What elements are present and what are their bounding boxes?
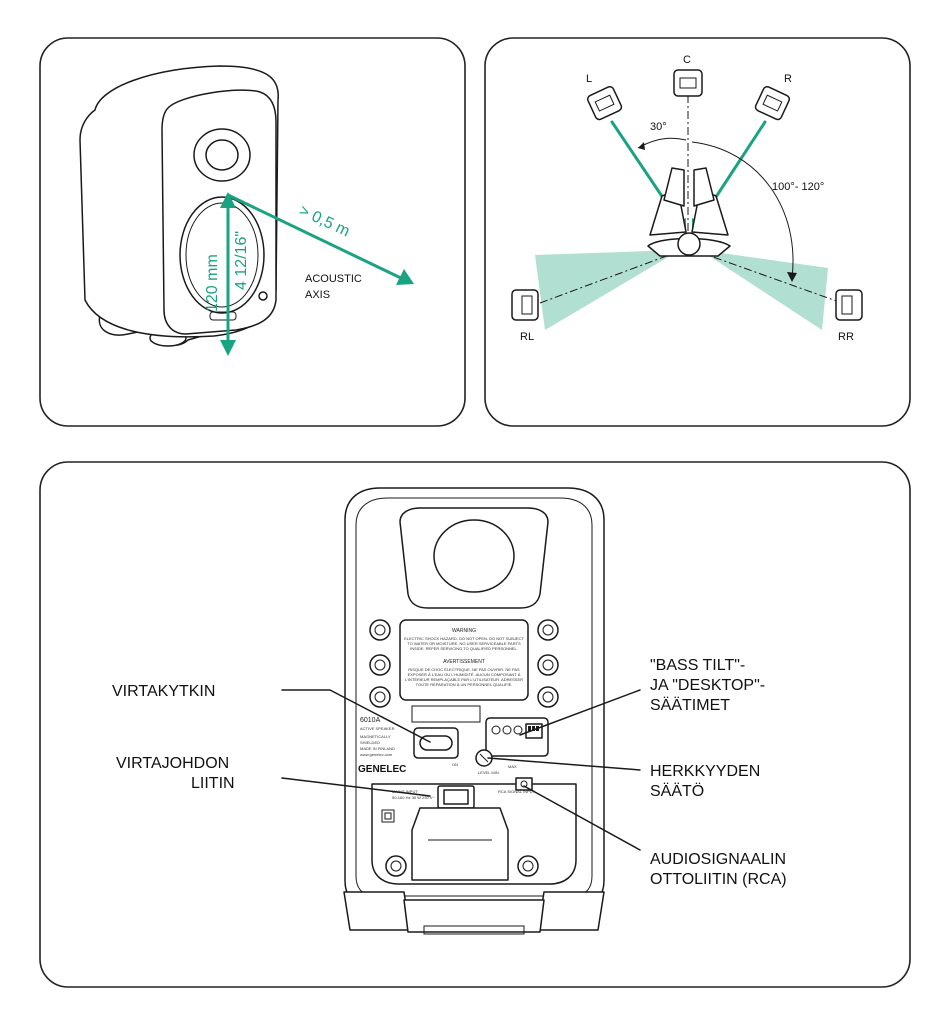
power-switch[interactable] xyxy=(413,727,459,759)
surround-panel: C L R RL RR 30° 100°- 120° xyxy=(484,37,911,427)
mounting-bosses xyxy=(369,619,559,708)
callout-bass-tilt-1: "BASS TILT"- xyxy=(650,657,745,674)
callout-sensitivity-2: SÄÄTÖ xyxy=(650,782,704,800)
label-rl: RL xyxy=(520,331,534,343)
callout-bass-tilt-2: JA "DESKTOP"- xyxy=(650,677,765,694)
angle-rear-arc xyxy=(691,141,794,279)
warning-text-2: TO WATER OR MOISTURE. NO USER SERVICEABL… xyxy=(407,641,521,646)
model-line-4: MADE IN FINLAND xyxy=(360,746,395,751)
level-min-label: LEVEL MIN xyxy=(478,770,499,775)
model-line-3: SHIELDED xyxy=(360,740,380,745)
angle-rear-label: 100°- 120° xyxy=(772,181,824,193)
speaker-front-view xyxy=(79,65,279,347)
rca-socket[interactable] xyxy=(515,777,533,791)
model-number: 6010A xyxy=(360,717,381,724)
mains-label-2: 50-160 Hz 35 W 230 V~ xyxy=(392,795,435,800)
mains-label-1: MAINS INPUT xyxy=(392,789,418,794)
placement-panel: > 0,5 m 120 mm 4 12/16" ACOUSTIC AXIS xyxy=(39,37,466,427)
label-rr: RR xyxy=(838,331,854,343)
callout-sensitivity-1: HERKKYYDEN xyxy=(650,763,760,780)
model-line-2: MAGNETICALLY xyxy=(360,734,391,739)
bass-tilt-switches[interactable] xyxy=(485,717,549,757)
avert-text-1: RISQUE DE CHOC ÉLECTRIQUE. NE PAS OUVRIR… xyxy=(408,667,520,672)
on-label: ON xyxy=(452,762,458,767)
label-l: L xyxy=(586,73,592,85)
callout-lines xyxy=(281,689,641,851)
label-c: C xyxy=(683,54,691,66)
callout-audio-input-1: AUDIOSIGNAALIN xyxy=(650,851,786,868)
screw-left xyxy=(385,855,407,877)
acoustic-axis-arrows xyxy=(220,192,414,356)
brand-logo: GENELEC xyxy=(358,764,406,775)
rca-label: RCA SIGNAL INPUT xyxy=(498,789,536,794)
callout-power-switch: VIRTAKYTKIN xyxy=(112,683,215,700)
callout-audio-input-2: OTTOLIITIN (RCA) xyxy=(650,871,787,888)
avert-text-4: TOUTE RÉPARATION À UN PERSONNEL QUALIFIÉ… xyxy=(416,682,513,687)
callout-power-cord-1: VIRTAJOHDON xyxy=(116,755,229,772)
height-mm-label: 120 mm xyxy=(204,254,221,312)
power-socket[interactable] xyxy=(437,785,475,809)
warning-title: WARNING xyxy=(452,628,476,634)
rear-left-beam xyxy=(535,250,680,330)
acoustic-axis-label-1: ACOUSTIC xyxy=(305,273,362,285)
angle-front-label: 30° xyxy=(650,121,667,133)
warning-text-1: ELECTRIC SHOCK HAZARD. DO NOT OPEN. DO N… xyxy=(404,636,524,641)
speaker-r xyxy=(754,85,791,121)
screw-right xyxy=(517,855,539,877)
callout-power-cord-2: LIITIN xyxy=(191,775,235,792)
label-r: R xyxy=(784,73,792,85)
model-line-5: www.genelec.com xyxy=(360,752,393,757)
model-line-1: ACTIVE SPEAKER xyxy=(360,726,395,731)
listener xyxy=(647,167,731,257)
rear-right-beam xyxy=(700,250,828,330)
speaker-rr xyxy=(835,289,863,321)
avert-text-3: L'INTÉRIEUR REMPLAÇABLE PAR L'UTILISATEU… xyxy=(405,677,523,682)
speaker-rl xyxy=(511,289,539,321)
callout-bass-tilt-3: SÄÄTIMET xyxy=(650,696,730,714)
speaker-rear-view: WARNING ELECTRIC SHOCK HAZARD. DO NOT OP… xyxy=(343,487,605,935)
avert-title: AVERTISSEMENT xyxy=(443,659,485,665)
warning-text-3: INSIDE. REFER SERVICING TO QUALIFIED PER… xyxy=(410,646,518,651)
level-max-label: MAX xyxy=(508,764,517,769)
class-ii-symbol xyxy=(381,809,395,823)
avert-text-2: EXPOSER À L'EAU OU L'HUMIDITÉ. AUCUN COM… xyxy=(408,672,521,677)
acoustic-axis-label-2: AXIS xyxy=(305,289,330,301)
height-inch-label: 4 12/16" xyxy=(233,231,250,290)
speaker-l xyxy=(586,85,623,121)
speaker-c xyxy=(673,69,703,97)
rear-right-axis xyxy=(687,247,843,304)
rear-left-axis xyxy=(539,247,689,304)
rear-panel: WARNING ELECTRIC SHOCK HAZARD. DO NOT OP… xyxy=(39,461,911,988)
warning-plate xyxy=(399,619,529,701)
